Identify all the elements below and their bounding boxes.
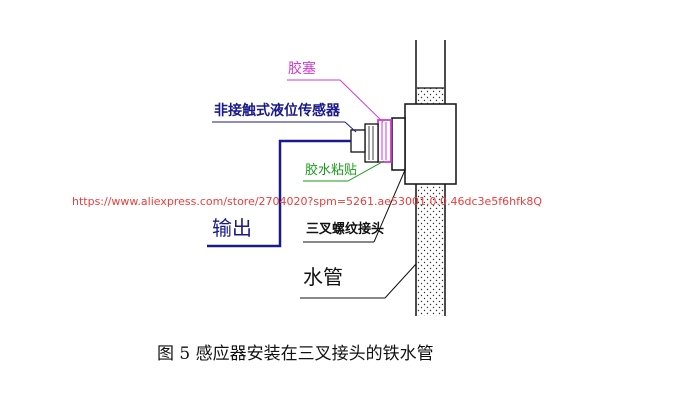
water-fill-upper (417, 88, 444, 104)
output-cable (207, 139, 351, 248)
water-pipe-label: 水管 (303, 265, 343, 289)
watermark-url: https://www.aliexpress.com/store/2704020… (72, 195, 543, 208)
tee-leader-diag (373, 169, 406, 243)
glue-patch-leader-diag (347, 160, 385, 182)
sensor-label: 非接触式液位传感器 (214, 103, 340, 119)
tee-joint-branch (391, 117, 406, 171)
output-label: 输出 (212, 216, 252, 240)
glue-plug-leader-diag (339, 79, 384, 123)
sensor-cap (350, 129, 366, 153)
figure-caption: 图 5 感应器安装在三叉接头的铁水管 (157, 344, 434, 364)
sensor-body (364, 123, 379, 163)
glue-plug-label: 胶塞 (288, 61, 316, 77)
glue-plug (377, 119, 392, 163)
tee-joint (404, 103, 457, 185)
sensor-leader-diag (344, 121, 357, 133)
tee-joint-label: 三叉螺纹接头 (306, 222, 385, 237)
pipe-leader-diag (384, 263, 417, 299)
water-fill-lower (417, 186, 444, 316)
glue-patch-label: 胶水粘贴 (305, 163, 358, 178)
